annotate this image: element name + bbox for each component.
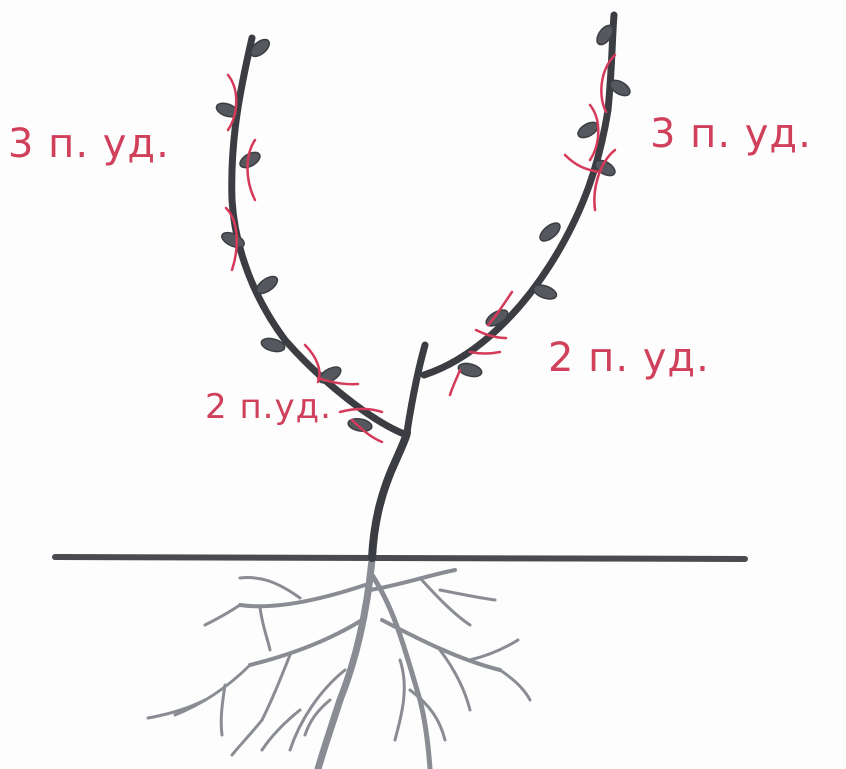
left-arm (228, 34, 408, 438)
cut-mark (593, 148, 617, 212)
cut-mark (224, 206, 238, 272)
root (369, 572, 433, 769)
ground-line (52, 554, 748, 562)
cut-mark (338, 407, 384, 414)
root (468, 638, 520, 662)
cut-mark (350, 418, 384, 444)
root (146, 698, 207, 720)
root (260, 653, 292, 722)
root (173, 663, 252, 717)
root (238, 583, 367, 609)
root (248, 618, 364, 667)
cut-mark (588, 103, 600, 162)
label-2-year-right: 2 п. уд. (548, 335, 710, 381)
root (393, 658, 406, 742)
root (368, 568, 457, 592)
cut-mark (468, 350, 502, 355)
cut-mark (448, 368, 462, 397)
root (418, 576, 472, 627)
label-3-year-right: 3 п. уд. (650, 111, 812, 157)
bud (596, 24, 614, 46)
root (303, 698, 332, 737)
vine-stems (228, 11, 618, 562)
label-2-year-left: 2 п.уд. (205, 387, 332, 427)
bud (609, 79, 631, 97)
root (230, 718, 264, 757)
bud (457, 362, 483, 378)
cut-mark (316, 376, 360, 386)
root (438, 648, 472, 712)
cut-mark (226, 73, 238, 132)
root (408, 688, 447, 742)
cut-mark (486, 290, 514, 327)
bud (215, 102, 239, 118)
cut-mark (600, 53, 617, 114)
root (260, 708, 302, 752)
bud (249, 38, 271, 58)
bud (239, 151, 261, 169)
root-system (146, 556, 532, 769)
bud (532, 284, 558, 300)
pruning-cut-marks (224, 53, 617, 444)
right-arm (420, 11, 618, 379)
right-arm-base (403, 341, 429, 436)
root (203, 603, 242, 627)
root (258, 605, 272, 652)
bud (255, 275, 279, 295)
root (438, 588, 497, 602)
trunk (368, 428, 411, 562)
bud (260, 337, 286, 353)
root (238, 576, 302, 600)
root (498, 668, 532, 702)
label-3-year-left: 3 п. уд. (8, 121, 170, 167)
cut-mark (246, 138, 257, 202)
root (219, 683, 227, 737)
cut-mark (474, 328, 508, 340)
root-main (314, 556, 376, 769)
root (288, 668, 347, 752)
bud (539, 222, 561, 242)
cut-mark (563, 153, 602, 174)
